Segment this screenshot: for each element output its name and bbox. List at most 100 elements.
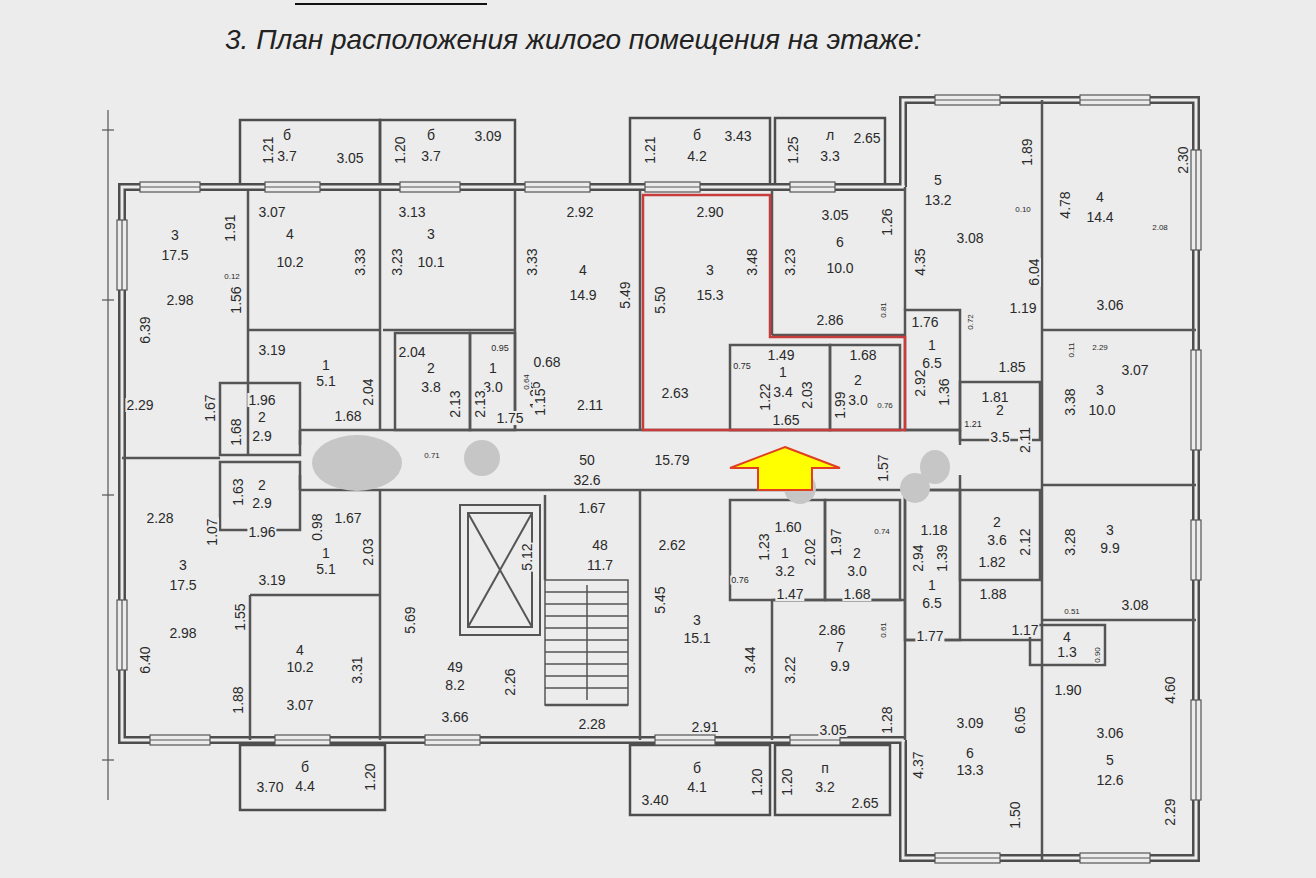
dimension-label: 1 bbox=[927, 578, 937, 592]
window bbox=[1080, 857, 1150, 858]
dimension-label: 3.7 bbox=[276, 149, 297, 163]
dimension-label: 3.8 bbox=[420, 380, 441, 394]
dimension-label: 1.19 bbox=[1008, 301, 1037, 315]
dimension-label: 1.65 bbox=[771, 413, 800, 427]
dimension-label: 1.20 bbox=[780, 767, 794, 796]
dimension-label: 1 bbox=[927, 338, 937, 352]
dimension-label: 6.05 bbox=[1013, 705, 1027, 734]
dimension-label: 0.64 bbox=[523, 373, 531, 391]
dimension-label: 2.92 bbox=[913, 368, 927, 397]
dimension-label: 5 bbox=[933, 173, 943, 187]
staircase bbox=[545, 651, 628, 653]
dimension-label: 3.0 bbox=[847, 393, 868, 407]
dimension-label: 0.76 bbox=[730, 576, 750, 585]
dimension-label: 3.70 bbox=[255, 780, 284, 794]
dimension-label: 4 bbox=[578, 263, 588, 277]
dimension-label: 2.04 bbox=[361, 377, 375, 406]
dimension-label: 1.15 bbox=[533, 387, 547, 416]
dimension-label: 2 bbox=[257, 410, 267, 424]
dimension-label: 1.68 bbox=[848, 348, 877, 362]
dimension-line bbox=[102, 759, 114, 760]
dimension-label: 1.20 bbox=[750, 767, 764, 796]
window bbox=[121, 220, 122, 290]
dimension-label: 1.39 bbox=[935, 543, 949, 572]
dimension-label: 0.76 bbox=[876, 402, 894, 410]
balcony bbox=[380, 120, 515, 186]
dimension-label: 5.69 bbox=[403, 605, 417, 634]
dimension-label: б bbox=[300, 760, 310, 774]
staircase bbox=[545, 591, 628, 593]
dimension-label: 3.6 bbox=[986, 533, 1007, 547]
dimension-label: п bbox=[820, 761, 830, 775]
dimension-line bbox=[102, 299, 114, 300]
dimension-label: 4.35 bbox=[913, 247, 927, 276]
dimension-label: 3.05 bbox=[818, 723, 847, 737]
window bbox=[140, 182, 200, 192]
dimension-label: 3.19 bbox=[257, 343, 286, 357]
dimension-label: 3.07 bbox=[257, 205, 286, 219]
dimension-label: 2.11 bbox=[1018, 426, 1032, 454]
window bbox=[117, 600, 127, 670]
dimension-label: 0.12 bbox=[223, 273, 241, 281]
interior-wall bbox=[960, 490, 1040, 580]
dimension-label: 0.74 bbox=[873, 528, 891, 536]
dimension-label: 0.72 bbox=[967, 313, 975, 331]
dimension-label: 3.4 bbox=[772, 385, 793, 399]
dimension-label: 8.2 bbox=[444, 678, 465, 692]
dimension-label: 3.22 bbox=[783, 655, 797, 684]
dimension-label: 2.98 bbox=[165, 293, 194, 307]
dimension-label: 1.68 bbox=[333, 409, 362, 423]
interior-wall bbox=[825, 500, 900, 600]
dimension-label: 4.2 bbox=[686, 149, 707, 163]
dimension-label: 5.50 bbox=[653, 285, 667, 314]
window bbox=[790, 739, 840, 740]
dimension-label: 3.05 bbox=[820, 208, 849, 222]
lift-shaft bbox=[460, 505, 540, 635]
window bbox=[525, 186, 590, 187]
dimension-label: 1.91 bbox=[223, 213, 237, 242]
dimension-label: 1.56 bbox=[229, 285, 243, 314]
dimension-label: 3.2 bbox=[814, 780, 835, 794]
dimension-label: 4 bbox=[1095, 190, 1105, 204]
dimension-label: 3.06 bbox=[1095, 298, 1124, 312]
dimension-label: 2.13 bbox=[448, 389, 462, 418]
window bbox=[1191, 700, 1201, 800]
dimension-label: 2.26 bbox=[503, 667, 517, 696]
dimension-label: 1.67 bbox=[333, 511, 362, 525]
dimension-label: 5.12 bbox=[520, 542, 534, 571]
window bbox=[121, 600, 122, 670]
dimension-label: 2.28 bbox=[577, 717, 606, 731]
dimension-label: 3.40 bbox=[640, 793, 669, 807]
window bbox=[1191, 520, 1201, 580]
dimension-label: 4.4 bbox=[294, 779, 315, 793]
dimension-line bbox=[107, 110, 108, 800]
dimension-label: 1.50 bbox=[1008, 800, 1022, 829]
dimension-label: 2.98 bbox=[168, 626, 197, 640]
dimension-label: 17.5 bbox=[168, 578, 197, 592]
dimension-label: 1 bbox=[488, 361, 498, 375]
redaction-blob bbox=[464, 440, 500, 476]
window bbox=[655, 739, 715, 740]
dimension-label: 4.60 bbox=[1163, 675, 1177, 704]
dimension-label: 1.55 bbox=[233, 602, 247, 631]
dimension-label: 14.9 bbox=[568, 288, 597, 302]
dimension-label: 3.3 bbox=[819, 149, 840, 163]
dimension-label: 3.38 bbox=[1063, 387, 1077, 416]
window bbox=[1195, 700, 1196, 800]
dimension-label: 2 bbox=[853, 373, 863, 387]
interior-wall bbox=[830, 345, 900, 430]
interior-wall bbox=[250, 490, 905, 740]
dimension-label: 6.40 bbox=[138, 645, 152, 674]
dimension-label: 2 bbox=[992, 515, 1002, 529]
pointer-arrow bbox=[730, 447, 840, 490]
interior-wall bbox=[395, 333, 470, 430]
window bbox=[1080, 99, 1150, 100]
window bbox=[1080, 95, 1150, 105]
window bbox=[425, 739, 480, 740]
exterior-wall bbox=[122, 187, 905, 740]
dimension-label: 10.2 bbox=[275, 255, 304, 269]
interior-wall bbox=[122, 100, 1196, 860]
dimension-label: 0.11 bbox=[1068, 342, 1076, 359]
dimension-label: 15.1 bbox=[682, 631, 711, 645]
dimension-label: 9.9 bbox=[829, 659, 850, 673]
